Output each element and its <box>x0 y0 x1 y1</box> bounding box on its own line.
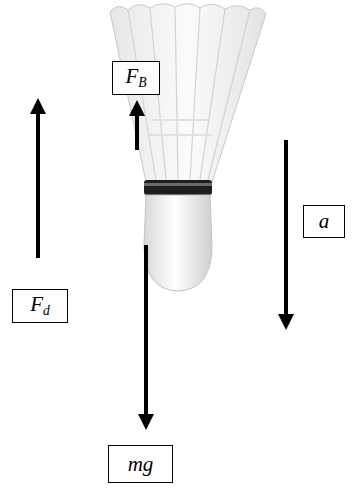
drag-arrow <box>36 106 40 258</box>
acceleration-arrow <box>284 140 288 322</box>
weight-label: mg <box>108 445 173 483</box>
drag-label: Fd <box>12 289 68 323</box>
weight-arrow <box>144 245 148 422</box>
band <box>144 180 212 195</box>
acceleration-label: a <box>303 205 345 238</box>
feather-skirt <box>110 4 266 182</box>
force-symbol: mg <box>128 454 154 475</box>
buoyancy-arrow <box>135 108 139 150</box>
buoyancy-label: FB <box>112 61 160 95</box>
cork <box>144 195 212 291</box>
force-symbol: Fd <box>30 294 50 318</box>
force-symbol: a <box>319 211 330 232</box>
force-symbol: FB <box>125 66 146 90</box>
